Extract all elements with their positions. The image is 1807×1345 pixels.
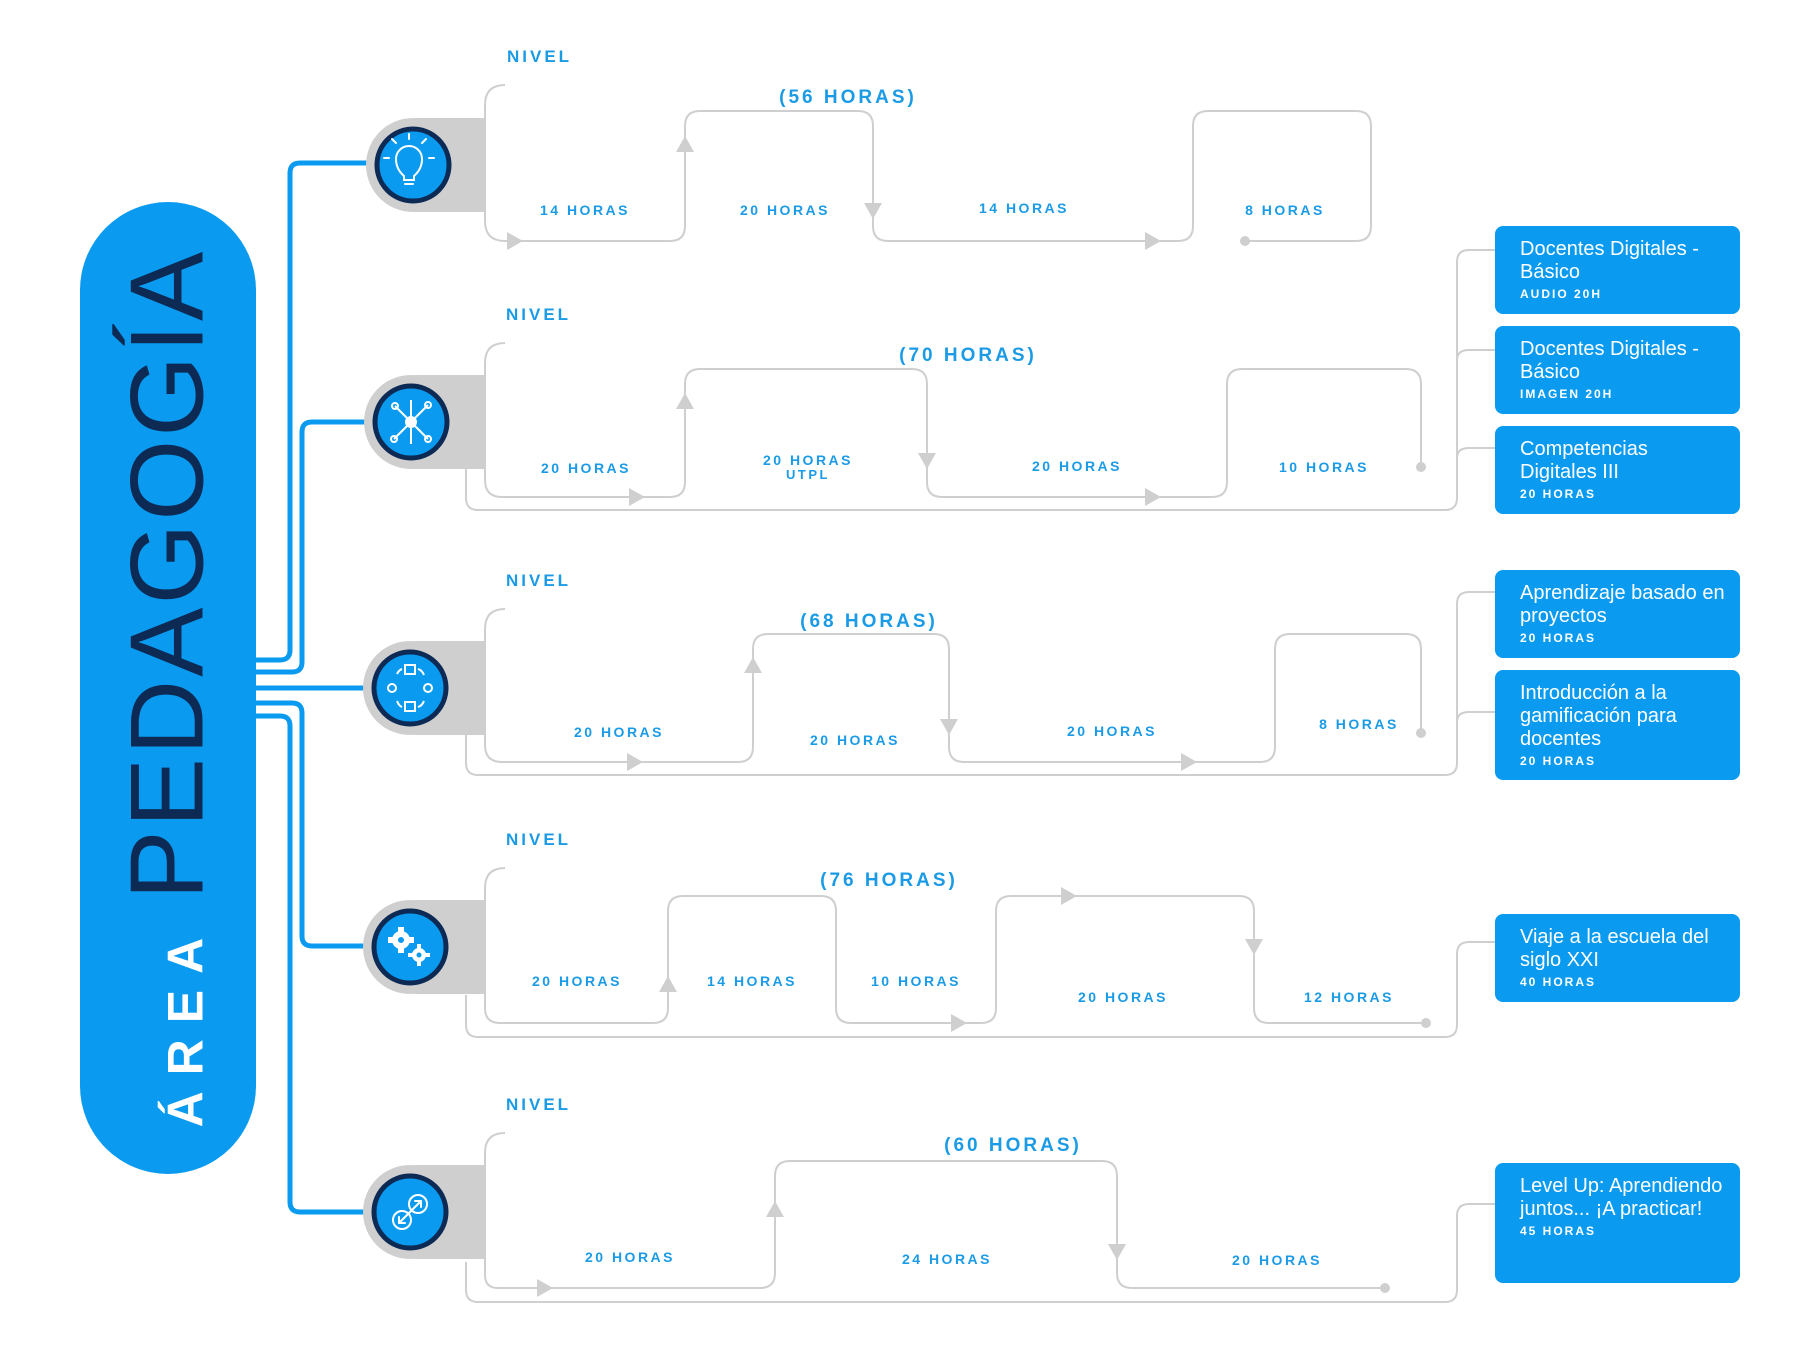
level-4-nivel: NIVEL bbox=[506, 830, 571, 849]
connector-5 bbox=[256, 713, 380, 1215]
level-5-nivel: NIVEL bbox=[506, 1095, 571, 1114]
level-2-nivel: NIVEL bbox=[506, 305, 571, 324]
level-2-step-2: 20 HORAS bbox=[763, 452, 853, 468]
course-title: Aprendizaje basado en proyectos bbox=[1520, 582, 1725, 627]
level-3-total: (68 HORAS) bbox=[800, 611, 938, 632]
level-1-step-4: 8 HORAS bbox=[1245, 202, 1325, 218]
cycle-icon bbox=[387, 664, 433, 712]
level-1-icon-badge bbox=[374, 126, 452, 204]
level-5-step-2: 24 HORAS bbox=[902, 1251, 992, 1267]
level-3-step-1: 20 HORAS bbox=[574, 724, 664, 740]
course-hours: IMAGEN 20H bbox=[1520, 387, 1614, 401]
course-hours: 20 HORAS bbox=[1520, 754, 1597, 768]
course-card[interactable]: Docentes Digitales - Básico AUDIO 20H bbox=[1495, 226, 1740, 314]
course-hours: 20 HORAS bbox=[1520, 631, 1597, 645]
level-4: NIVEL (76 HORAS) 20 HORAS 14 HORAS 10 HO… bbox=[363, 830, 1495, 1038]
level-1-step-3: 14 HORAS bbox=[979, 200, 1069, 216]
level-1: NIVEL (56 HORAS) 14 HORAS 20 HORAS 14 HO… bbox=[366, 47, 1372, 250]
course-card[interactable]: Level Up: Aprendiendo juntos... ¡A pract… bbox=[1495, 1163, 1740, 1283]
level-3-nivel: NIVEL bbox=[506, 571, 571, 590]
level-2-total: (70 HORAS) bbox=[899, 345, 1037, 366]
level-3-step-2: 20 HORAS bbox=[810, 732, 900, 748]
level-4-step-4: 20 HORAS bbox=[1078, 989, 1168, 1005]
level-5-total: (60 HORAS) bbox=[944, 1135, 1082, 1156]
course-title: Viaje a la escuela del siglo XXI bbox=[1520, 926, 1709, 971]
level-3-icon-badge bbox=[371, 649, 449, 727]
connector-1 bbox=[256, 160, 380, 663]
level-2-step-3: 20 HORAS bbox=[1032, 458, 1122, 474]
level-4-step-5: 12 HORAS bbox=[1304, 989, 1394, 1005]
course-title: Docentes Digitales - Básico bbox=[1520, 338, 1699, 383]
course-card[interactable]: Competencias Digitales III 20 HORAS bbox=[1495, 426, 1740, 514]
course-hours: 40 HORAS bbox=[1520, 975, 1597, 989]
level-5-outer-path bbox=[465, 1203, 1495, 1303]
level-4-icon-badge bbox=[371, 908, 449, 986]
level-5-step-3: 20 HORAS bbox=[1232, 1252, 1322, 1268]
course-title: Competencias Digitales III bbox=[1520, 438, 1648, 483]
level-3-outer-path bbox=[465, 591, 1495, 776]
connector-4 bbox=[256, 700, 380, 949]
level-1-total: (56 HORAS) bbox=[779, 87, 917, 108]
level-4-path bbox=[484, 867, 1426, 1024]
connectors bbox=[256, 160, 380, 1215]
level-4-total: (76 HORAS) bbox=[820, 870, 958, 891]
course-card[interactable]: Viaje a la escuela del siglo XXI 40 HORA… bbox=[1495, 914, 1740, 1002]
course-card[interactable]: Docentes Digitales - Básico IMAGEN 20H bbox=[1495, 326, 1740, 414]
level-4-step-3: 10 HORAS bbox=[871, 973, 961, 989]
level-2: NIVEL (70 HORAS) 20 HORAS 20 HORAS UTPL … bbox=[364, 249, 1495, 511]
network-icon bbox=[390, 400, 432, 444]
level-2-step-4: 10 HORAS bbox=[1279, 459, 1369, 475]
link-icon bbox=[392, 1194, 428, 1230]
level-3-step-3: 20 HORAS bbox=[1067, 723, 1157, 739]
connector-2 bbox=[256, 419, 380, 675]
course-card[interactable]: Aprendizaje basado en proyectos 20 HORAS bbox=[1495, 570, 1740, 658]
level-5-step-1: 20 HORAS bbox=[585, 1249, 675, 1265]
level-1-nivel: NIVEL bbox=[507, 47, 572, 66]
course-hours: 45 HORAS bbox=[1520, 1224, 1597, 1238]
level-3-step-4: 8 HORAS bbox=[1319, 716, 1399, 732]
course-title: Level Up: Aprendiendo juntos... ¡A pract… bbox=[1520, 1175, 1723, 1220]
level-5: NIVEL (60 HORAS) 20 HORAS 24 HORAS 20 HO… bbox=[363, 1095, 1495, 1303]
course-title: Introducción a la gamificación para doce… bbox=[1520, 682, 1677, 750]
course-hours: 20 HORAS bbox=[1520, 487, 1597, 501]
level-1-path bbox=[484, 84, 1372, 242]
level-4-step-1: 20 HORAS bbox=[532, 973, 622, 989]
course-card[interactable]: Introducción a la gamificación para doce… bbox=[1495, 670, 1740, 780]
level-1-step-2: 20 HORAS bbox=[740, 202, 830, 218]
area-title-pill bbox=[80, 202, 256, 1174]
level-2-path bbox=[484, 342, 1422, 498]
level-3-path bbox=[484, 608, 1422, 763]
course-hours: AUDIO 20H bbox=[1520, 287, 1603, 301]
level-2-outer-path bbox=[465, 249, 1495, 511]
level-3: NIVEL (68 HORAS) 20 HORAS 20 HORAS 20 HO… bbox=[363, 571, 1495, 776]
level-2-step-2-sub: UTPL bbox=[786, 467, 830, 482]
course-title: Docentes Digitales - Básico bbox=[1520, 238, 1699, 283]
level-4-outer-path bbox=[465, 941, 1495, 1038]
gears-icon bbox=[388, 927, 430, 966]
lightbulb-icon bbox=[383, 133, 435, 185]
level-1-step-1: 14 HORAS bbox=[540, 202, 630, 218]
level-4-step-2: 14 HORAS bbox=[707, 973, 797, 989]
level-5-path bbox=[484, 1132, 1385, 1289]
level-2-step-1: 20 HORAS bbox=[541, 460, 631, 476]
